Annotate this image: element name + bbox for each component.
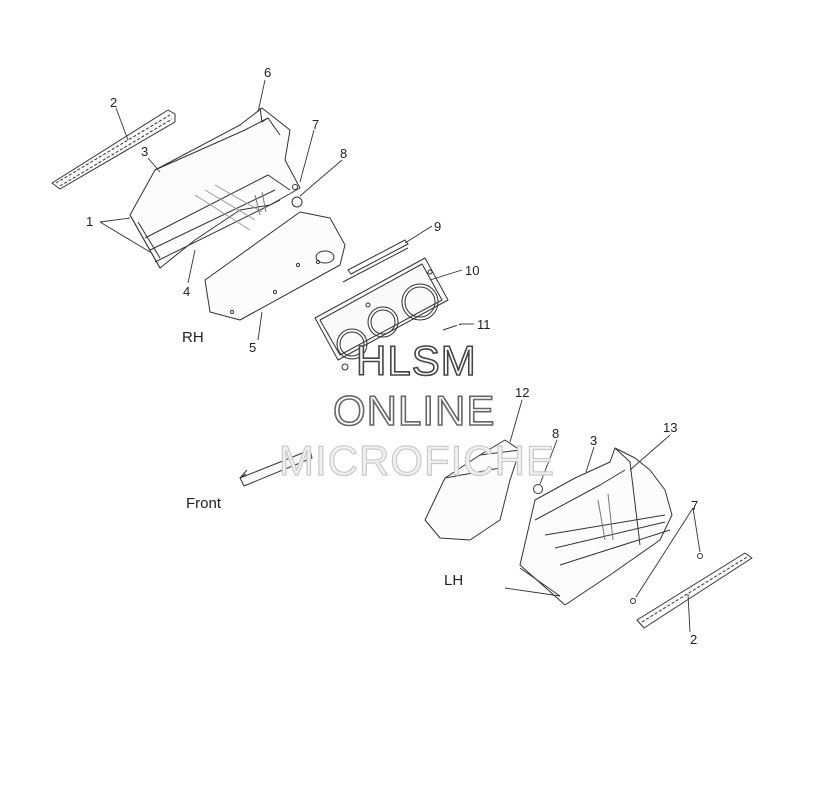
watermark-line-2: ONLINE [332, 387, 496, 434]
trim-strip-top [51, 109, 176, 190]
callout-11: 11 [477, 317, 491, 332]
callout-13: 13 [663, 420, 678, 435]
callout-5: 5 [249, 340, 257, 355]
callout-8-top: 8 [340, 146, 348, 161]
callout-1-top: 1 [86, 214, 94, 229]
grommet-8-top [291, 196, 303, 208]
callout-7-top: 7 [312, 117, 320, 132]
callout-3-top: 3 [141, 144, 149, 159]
callout-4: 4 [183, 284, 191, 299]
callout-8-bot: 8 [552, 426, 560, 441]
lh-dash-housing [519, 447, 673, 606]
callout-6: 6 [264, 65, 272, 80]
callout-9: 9 [434, 219, 442, 234]
front-label: Front [186, 495, 222, 512]
callout-2-top: 2 [110, 95, 118, 110]
grommet-8-bot [533, 484, 543, 494]
screw-11 [442, 325, 456, 331]
leader-lines [99, 79, 701, 633]
front-arrow [239, 449, 313, 487]
lh-label: LH [444, 572, 464, 589]
callout-12: 12 [515, 385, 530, 400]
strip-9 [342, 239, 409, 283]
panel-12 [424, 439, 521, 541]
watermark-line-3: MICROFICHE [278, 437, 555, 484]
rh-label: RH [182, 329, 204, 346]
watermark-line-1: HLSM [355, 337, 477, 384]
trim-strip-bottom [636, 552, 753, 629]
gauge-bezel-10 [314, 257, 449, 371]
panel-5 [204, 211, 346, 321]
callout-2-bot: 2 [690, 632, 698, 647]
callout-10: 10 [465, 263, 480, 278]
rh-dash-housing [129, 107, 301, 269]
fastener-7-top [292, 184, 298, 190]
fastener-7-bot-a [697, 553, 703, 559]
callout-7-bot: 7 [691, 498, 699, 513]
fastener-7-bot-b [630, 598, 636, 604]
callout-3-bot: 3 [590, 433, 598, 448]
